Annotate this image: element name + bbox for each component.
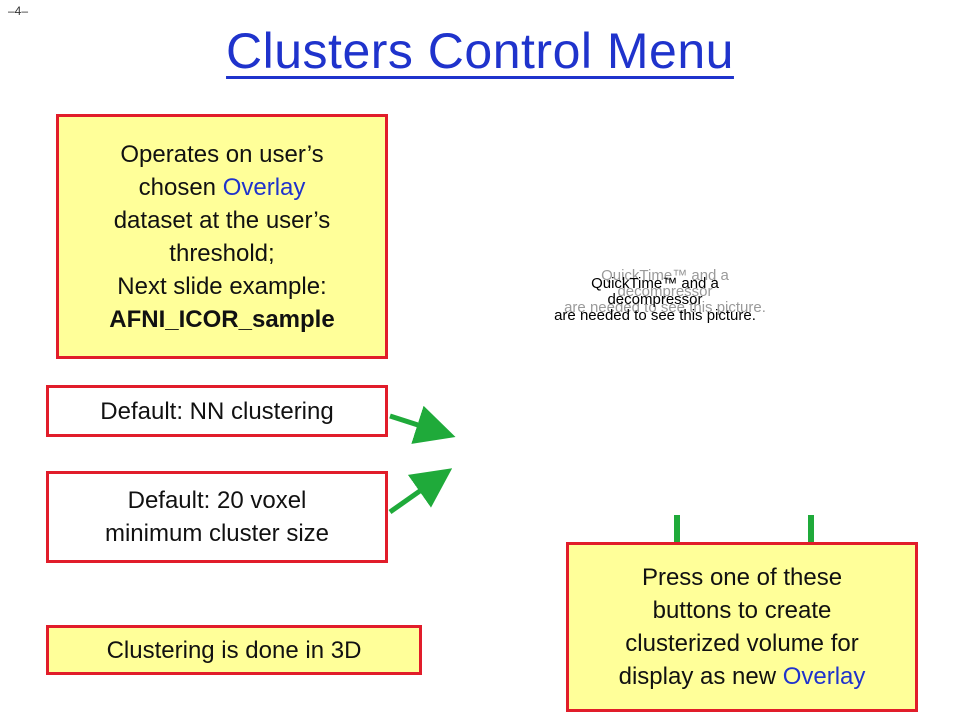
qt-ghost-line-2: decompressor (617, 283, 713, 300)
press-line-2: buttons to create (652, 597, 832, 624)
press-line-1: Press one of these (641, 564, 843, 591)
qt-ghost-line-3: are needed to see this picture. (564, 299, 766, 316)
nn-clustering-text: Default: NN clustering (100, 397, 334, 425)
operates-line-2-text: chosen (138, 173, 223, 201)
press-line-3: clusterized volume for (625, 630, 859, 657)
operates-line-1: Operates on user’s (120, 140, 324, 168)
operates-line-3: dataset at the user’s (113, 206, 331, 234)
press-line-4: display as new Overlay (619, 660, 866, 693)
nn-clustering-note: Default: NN clustering (46, 385, 388, 437)
slide-number: –4– (8, 4, 29, 18)
operates-note: Operates on user’s chosen Overlay datase… (56, 114, 388, 359)
overlay-highlight-2: Overlay (782, 663, 866, 690)
press-buttons-note: Press one of these buttons to create clu… (566, 542, 918, 712)
voxel-line-2: minimum cluster size (104, 520, 330, 547)
quicktime-placeholder: QuickTime™ and a decompressor are needed… (520, 276, 790, 346)
qt-line-2: decompressor (607, 291, 703, 308)
operates-line-5: Next slide example: (117, 272, 327, 300)
quicktime-placeholder-ghost: QuickTime™ and a decompressor are needed… (530, 268, 800, 316)
clustering-3d-text: Clustering is done in 3D (106, 636, 362, 664)
qt-line-1: QuickTime™ and a (591, 275, 719, 292)
operates-line-4: threshold; (169, 239, 275, 267)
press-line-4-text: display as new (618, 663, 783, 690)
voxel-size-note: Default: 20 voxel minimum cluster size (46, 471, 388, 563)
operates-line-6: AFNI_ICOR_sample (109, 305, 335, 333)
clustering-3d-note: Clustering is done in 3D (46, 625, 422, 675)
arrow-nn (389, 405, 456, 444)
qt-line-3: are needed to see this picture. (554, 307, 756, 324)
voxel-line-1: Default: 20 voxel (127, 487, 307, 514)
qt-ghost-line-1: QuickTime™ and a (601, 267, 729, 284)
page-title: Clusters Control Menu (226, 23, 734, 79)
overlay-highlight: Overlay (222, 173, 306, 201)
operates-line-2: chosen Overlay (139, 171, 306, 204)
arrow-voxel (388, 468, 453, 515)
